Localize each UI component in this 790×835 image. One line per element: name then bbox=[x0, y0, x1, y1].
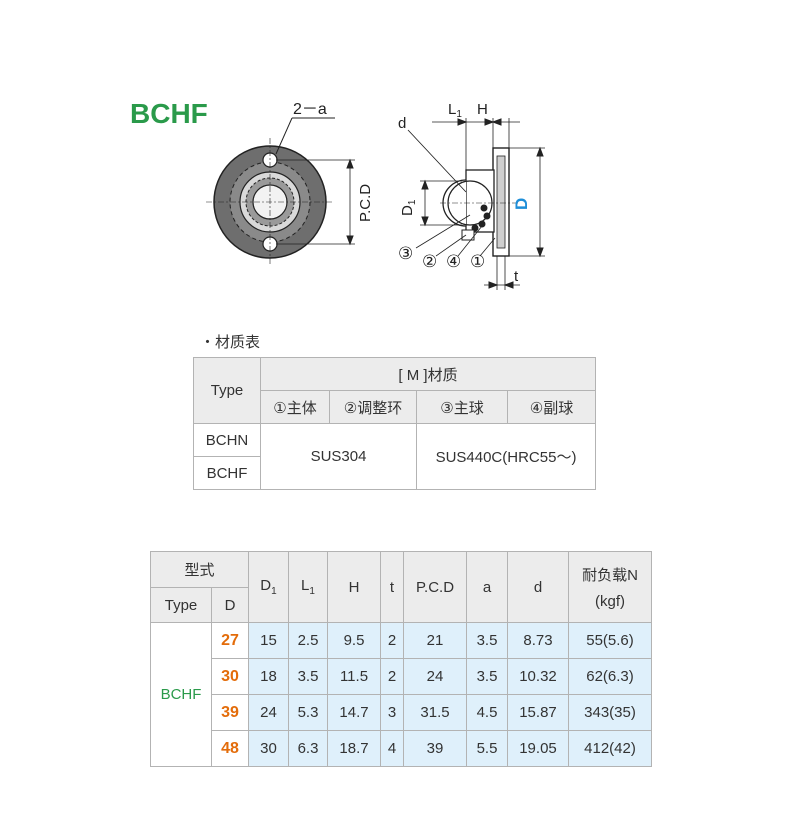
spec-table: 型式 D1 L1 H t P.C.D a d 耐负载N(kgf) Type D … bbox=[150, 551, 652, 767]
model-header: 型式 bbox=[150, 551, 249, 588]
ball-d-cell: 8.73 bbox=[507, 622, 569, 659]
h-cell: 18.7 bbox=[327, 730, 381, 767]
d-value: 48 bbox=[211, 730, 249, 767]
col-load-header: 耐负载N(kgf) bbox=[568, 551, 652, 623]
l1-cell: 5.3 bbox=[288, 694, 328, 731]
h-cell: 14.7 bbox=[327, 694, 381, 731]
l1-cell: 3.5 bbox=[288, 658, 328, 695]
load-cell: 62(6.3) bbox=[568, 658, 652, 695]
pcd-cell: 21 bbox=[403, 622, 467, 659]
a-cell: 4.5 bbox=[466, 694, 508, 731]
h-cell: 11.5 bbox=[327, 658, 381, 695]
d1-cell: 15 bbox=[248, 622, 289, 659]
ball-d-cell: 15.87 bbox=[507, 694, 569, 731]
part-label-1: ① bbox=[470, 252, 485, 271]
d-header: D bbox=[211, 587, 249, 623]
load-cell: 343(35) bbox=[568, 694, 652, 731]
l1-label: L1 bbox=[448, 101, 462, 120]
col-pcd-header: P.C.D bbox=[403, 551, 467, 623]
t-cell: 3 bbox=[380, 694, 404, 731]
d1-cell: 18 bbox=[248, 658, 289, 695]
front-view bbox=[206, 117, 355, 266]
l1-cell: 6.3 bbox=[288, 730, 328, 767]
holes-label: 2－a bbox=[293, 101, 327, 118]
t-cell: 4 bbox=[380, 730, 404, 767]
part-label-3: ③ bbox=[398, 244, 413, 263]
ball-d-cell: 10.32 bbox=[507, 658, 569, 695]
t-cell: 2 bbox=[380, 622, 404, 659]
type-value: BCHF bbox=[150, 622, 212, 767]
pcd-cell: 39 bbox=[403, 730, 467, 767]
l1-cell: 2.5 bbox=[288, 622, 328, 659]
table-row: 39 24 5.3 14.7 3 31.5 4.5 15.87 343(35) bbox=[151, 694, 652, 731]
material-header: [ M ]材质 bbox=[260, 357, 596, 391]
table-row: 48 30 6.3 18.7 4 39 5.5 19.05 412(42) bbox=[151, 730, 652, 767]
load-cell: 55(5.6) bbox=[568, 622, 652, 659]
material-sub-header-1: ①主体 bbox=[260, 390, 330, 424]
body-material: SUS304 bbox=[260, 423, 417, 490]
d-value: 39 bbox=[211, 694, 249, 731]
col-d1-header: D1 bbox=[248, 551, 289, 623]
material-type-bchn: BCHN bbox=[193, 423, 261, 457]
material-sub-header-4: ④副球 bbox=[507, 390, 596, 424]
d1-label: D1 bbox=[399, 199, 418, 216]
ball-d-cell: 19.05 bbox=[507, 730, 569, 767]
d1-cell: 24 bbox=[248, 694, 289, 731]
pcd-label: P.C.D bbox=[357, 184, 374, 222]
h-cell: 9.5 bbox=[327, 622, 381, 659]
a-cell: 3.5 bbox=[466, 658, 508, 695]
table-row: 30 18 3.5 11.5 2 24 3.5 10.32 62(6.3) bbox=[151, 658, 652, 695]
col-h-header: H bbox=[327, 551, 381, 623]
col-d-header: d bbox=[507, 551, 569, 623]
col-l1-header: L1 bbox=[288, 551, 328, 623]
material-sub-header-3: ③主球 bbox=[416, 390, 508, 424]
material-type-header: Type bbox=[193, 357, 261, 424]
technical-drawing: 2－a P.C.D bbox=[206, 101, 545, 290]
load-cell: 412(42) bbox=[568, 730, 652, 767]
h-label: H bbox=[477, 101, 488, 118]
big-d-label: D bbox=[512, 198, 531, 210]
a-cell: 5.5 bbox=[466, 730, 508, 767]
side-view bbox=[407, 118, 545, 290]
pcd-cell: 24 bbox=[403, 658, 467, 695]
product-title: BCHF bbox=[130, 98, 208, 129]
ball-material: SUS440C(HRC55～) bbox=[416, 423, 596, 490]
material-section-label: ・材质表 bbox=[200, 334, 261, 351]
material-type-bchf: BCHF bbox=[193, 456, 261, 490]
d-value: 27 bbox=[211, 622, 249, 659]
table-row: BCHF 27 15 2.5 9.5 2 21 3.5 8.73 55(5.6) bbox=[150, 622, 652, 767]
part-label-2: ② bbox=[422, 252, 437, 271]
col-t-header: t bbox=[380, 551, 404, 623]
d-label: d bbox=[398, 115, 406, 132]
type-header: Type bbox=[150, 587, 212, 623]
t-label: t bbox=[514, 268, 519, 285]
material-sub-header-2: ②调整环 bbox=[329, 390, 417, 424]
d-value: 30 bbox=[211, 658, 249, 695]
material-table: Type [ M ]材质 ①主体 ②调整环 ③主球 ④副球 BCHN SUS30… bbox=[193, 357, 596, 490]
part-label-4: ④ bbox=[446, 252, 461, 271]
col-a-header: a bbox=[466, 551, 508, 623]
a-cell: 3.5 bbox=[466, 622, 508, 659]
d1-cell: 30 bbox=[248, 730, 289, 767]
pcd-cell: 31.5 bbox=[403, 694, 467, 731]
t-cell: 2 bbox=[380, 658, 404, 695]
